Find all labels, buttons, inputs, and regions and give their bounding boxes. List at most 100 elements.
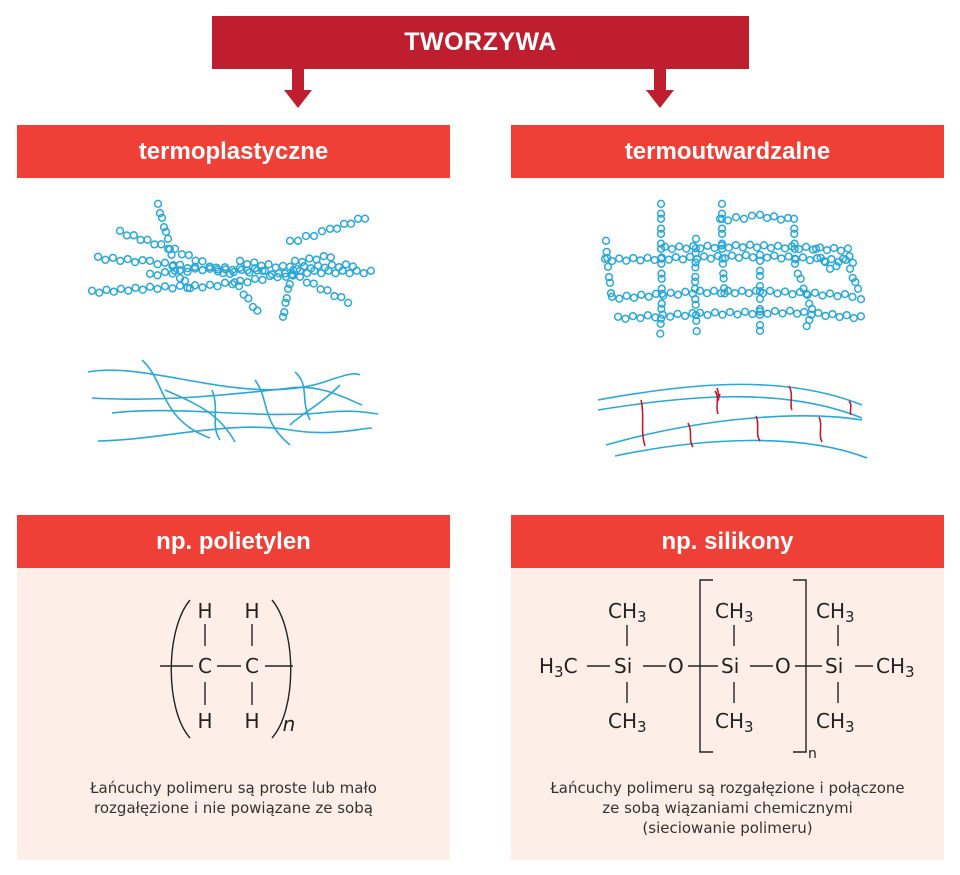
chain-bead (691, 244, 701, 253)
chain-bead (755, 305, 765, 314)
chain-bead (264, 260, 273, 269)
atom-h: H (244, 599, 259, 623)
chain-bead (115, 226, 125, 235)
chain-bead (755, 256, 765, 265)
chain-bead (657, 289, 667, 298)
chain-bead (131, 283, 140, 292)
chain-bead (810, 288, 820, 297)
atom-c: C (245, 654, 259, 678)
chain-bead (657, 299, 666, 308)
chain-bead (673, 309, 682, 319)
chain-bead (717, 239, 727, 248)
chain-bead (802, 321, 811, 331)
chain-bead (235, 256, 245, 265)
chain-bead (644, 292, 653, 301)
chain-bead (252, 266, 262, 275)
chain-bead (220, 263, 230, 272)
chain-bead (359, 269, 368, 278)
chain-bead (790, 244, 799, 253)
chain-bead (334, 262, 344, 272)
chain-bead (755, 326, 765, 335)
chain-bead (116, 256, 125, 266)
example-header-right: np. silikony (511, 515, 944, 568)
chain-bead (829, 243, 839, 253)
group-h3c: H3C (539, 654, 578, 681)
chain-bead (157, 213, 167, 222)
repeat-n: n (283, 712, 296, 736)
chain-bead (643, 311, 652, 320)
chain-bead (770, 251, 779, 260)
chain-bead (790, 239, 799, 248)
arrow-right (646, 69, 674, 108)
chain-bead (673, 290, 683, 299)
chain-bead (629, 253, 638, 263)
chain-bead (752, 243, 762, 252)
chain-bead (769, 212, 779, 221)
chain-bead (691, 311, 701, 320)
chain-bead (773, 289, 782, 298)
chain-bead (234, 281, 244, 291)
chain-bead (159, 223, 169, 232)
chain-bead (778, 309, 787, 318)
repeat-n: n (808, 746, 817, 762)
chain-bead (717, 244, 727, 253)
chain-bead (790, 224, 799, 233)
description-line: ze sobą wiązaniami chemicznymi (602, 799, 853, 817)
chain-bead (145, 256, 155, 265)
chain-bead (130, 257, 140, 267)
chain-bead (815, 243, 825, 252)
chain-bead (301, 231, 311, 241)
chain-bead (730, 289, 740, 298)
chain-bead (692, 327, 701, 336)
chain-bead (343, 298, 353, 307)
chain-bead (739, 214, 749, 223)
chain-bead (243, 278, 252, 287)
chain-bead (157, 240, 166, 249)
chain-bead (170, 244, 180, 253)
atom-h: H (197, 599, 212, 623)
chain-bead (675, 242, 684, 251)
chain-bead (175, 281, 185, 290)
chain-bead (138, 285, 147, 294)
chain-bead (153, 199, 163, 208)
chain-bead (718, 259, 728, 268)
chain-bead (657, 274, 666, 283)
chain-bead (285, 280, 294, 289)
chain-bead (828, 309, 837, 319)
chain-bead (213, 282, 222, 291)
chain-bead (601, 236, 611, 245)
chain-bead (348, 262, 358, 271)
chain-bead (691, 258, 700, 267)
chain-bead (346, 219, 356, 228)
chain-bead (293, 236, 303, 245)
chain-bead (282, 294, 291, 303)
chain-bead (825, 289, 835, 298)
chain-bead (748, 309, 757, 319)
chain-bead (160, 258, 170, 267)
chain-bead (183, 267, 192, 276)
chain-bead (366, 266, 376, 275)
chain-bead (302, 269, 312, 278)
chain-bead (821, 257, 830, 267)
chain-bead (706, 254, 716, 263)
chain-bead (717, 214, 727, 223)
bead-chains (87, 199, 866, 338)
chain-bead (198, 257, 207, 266)
chain-bead (812, 254, 822, 263)
description-right: Łańcuchy polimeru są rozgałęzione i połą… (511, 778, 944, 838)
chain-bead (87, 286, 97, 295)
chain-bead (93, 252, 103, 261)
chain-bead (244, 294, 253, 303)
atom-h: H (244, 709, 259, 733)
chain-bead (198, 265, 207, 275)
group-ch3: CH3 (608, 599, 647, 626)
chain-bead (656, 229, 666, 238)
chain-bead (283, 284, 293, 293)
chain-bead (615, 254, 624, 263)
chain-bead (657, 304, 666, 313)
chain-bead (832, 262, 841, 271)
chain-bead (326, 253, 335, 262)
chain-bead (175, 266, 185, 275)
chain-bead (718, 254, 727, 263)
